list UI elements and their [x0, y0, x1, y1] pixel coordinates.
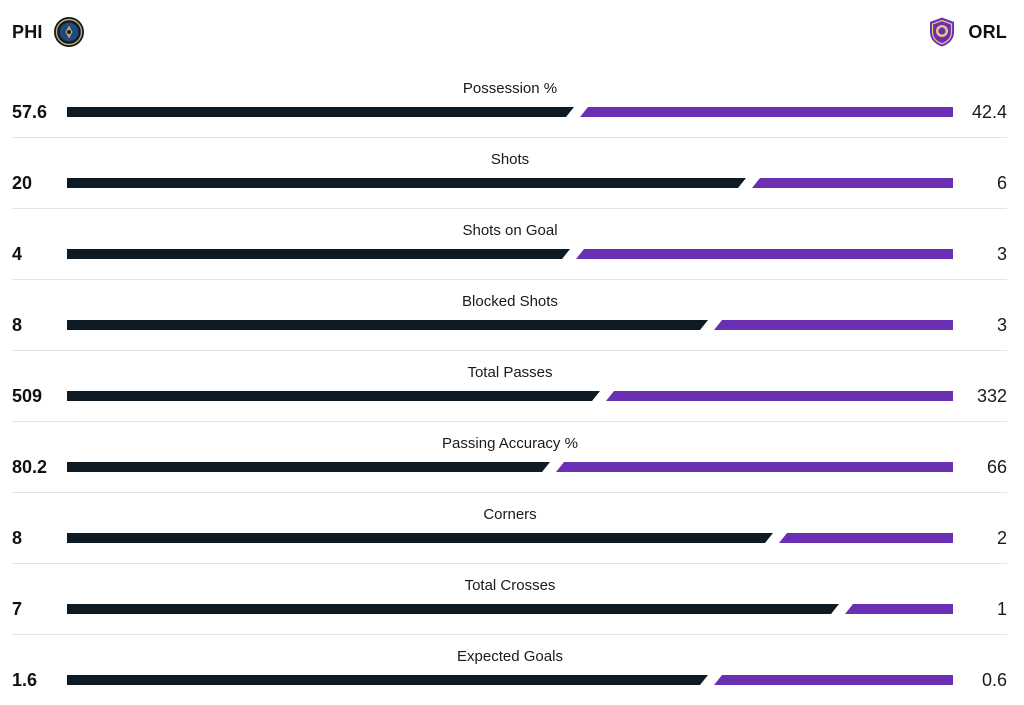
- home-bar-segment: [67, 107, 574, 117]
- stat-label: Expected Goals: [457, 648, 563, 665]
- stat-label: Passing Accuracy %: [442, 435, 578, 452]
- stat-label: Total Crosses: [464, 577, 556, 594]
- away-bar-segment: [556, 462, 953, 472]
- stat-label: Total Passes: [467, 364, 553, 381]
- stat-home-value: 8: [12, 315, 23, 335]
- stat-comparison-bar: [67, 107, 953, 117]
- stat-home-value: 509: [12, 386, 43, 406]
- away-bar-segment: [752, 178, 953, 188]
- stat-away-value: 1: [996, 599, 1007, 619]
- stat-label: Shots: [490, 151, 530, 168]
- stat-row: Total Crosses 7 1: [0, 563, 1024, 634]
- stat-comparison-bar: [67, 320, 953, 330]
- stat-label: Blocked Shots: [462, 293, 558, 310]
- stat-row: Passing Accuracy % 80.2 66: [0, 421, 1024, 492]
- stat-row: Expected Goals 1.6 0.6: [0, 634, 1024, 705]
- home-bar-segment: [67, 604, 839, 614]
- away-bar-segment: [714, 675, 953, 685]
- home-bar-segment: [67, 675, 708, 685]
- away-bar-segment: [580, 107, 953, 117]
- stat-away-value: 66: [986, 457, 1007, 477]
- stat-away-value: 2: [996, 528, 1007, 548]
- away-bar-segment: [606, 391, 953, 401]
- stat-home-value: 80.2: [12, 457, 48, 477]
- stat-away-value: 3: [996, 315, 1007, 335]
- philadelphia-union-crest-icon: [53, 17, 84, 47]
- stat-label: Shots on Goal: [462, 222, 558, 239]
- home-team: PHI: [12, 16, 85, 48]
- away-team-abbr: ORL: [968, 21, 1007, 42]
- home-bar-segment: [67, 249, 570, 259]
- stat-away-value: 0.6: [981, 670, 1007, 690]
- match-stats-header: PHI ORL: [0, 0, 1024, 66]
- stat-row: Shots 20 6: [0, 137, 1024, 208]
- away-bar-segment: [576, 249, 953, 259]
- stat-home-value: 20: [12, 173, 33, 193]
- stat-away-value: 6: [996, 173, 1007, 193]
- stat-home-value: 7: [12, 599, 23, 619]
- home-team-abbr: PHI: [12, 21, 43, 42]
- stat-home-value: 8: [12, 528, 23, 548]
- away-bar-segment: [779, 533, 953, 543]
- away-bar-segment: [845, 604, 953, 614]
- orlando-city-crest-icon: [930, 17, 955, 47]
- stat-away-value: 3: [996, 244, 1007, 264]
- home-bar-segment: [67, 178, 746, 188]
- stat-comparison-bar: [67, 604, 953, 614]
- stat-comparison-bar: [67, 178, 953, 188]
- stat-comparison-bar: [67, 462, 953, 472]
- stat-row: Shots on Goal 4 3: [0, 208, 1024, 279]
- stat-away-value: 332: [976, 386, 1007, 406]
- stat-row: Blocked Shots 8 3: [0, 279, 1024, 350]
- stat-comparison-bar: [67, 391, 953, 401]
- away-bar-segment: [714, 320, 953, 330]
- stat-label: Possession %: [462, 80, 558, 97]
- away-team: ORL: [926, 16, 1007, 48]
- stat-home-value: 57.6: [12, 102, 48, 122]
- stat-comparison-bar: [67, 533, 953, 543]
- stat-home-value: 1.6: [12, 670, 38, 690]
- home-bar-segment: [67, 533, 773, 543]
- stat-label: Corners: [483, 506, 537, 523]
- stat-away-value: 42.4: [971, 102, 1007, 122]
- home-bar-segment: [67, 462, 550, 472]
- stat-row: Possession % 57.6 42.4: [0, 66, 1024, 137]
- stat-comparison-bar: [67, 249, 953, 259]
- home-bar-segment: [67, 391, 600, 401]
- stat-comparison-bar: [67, 675, 953, 685]
- home-bar-segment: [67, 320, 708, 330]
- stat-row: Corners 8 2: [0, 492, 1024, 563]
- stat-row: Total Passes 509 332: [0, 350, 1024, 421]
- stat-home-value: 4: [12, 244, 23, 264]
